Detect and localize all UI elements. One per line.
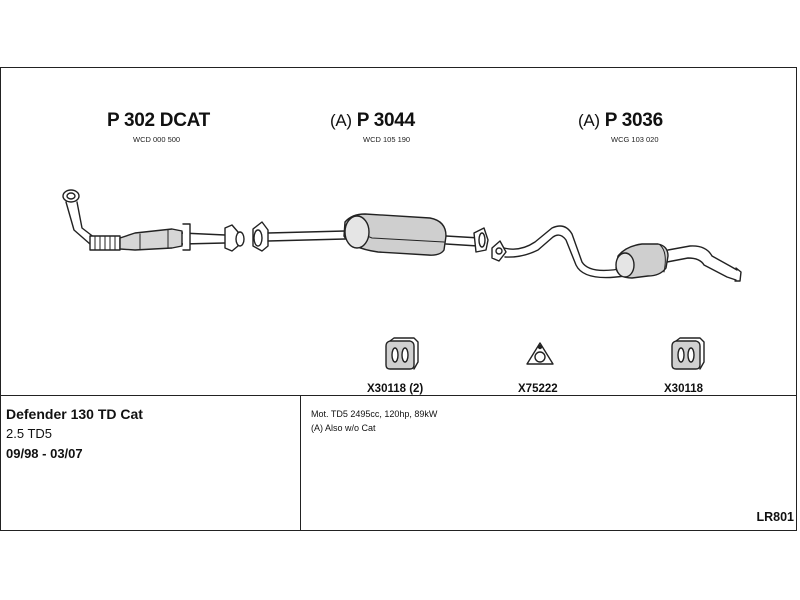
vehicle-engine: 2.5 TD5: [6, 426, 53, 441]
info-column-divider: [300, 395, 301, 531]
rubber-hanger-icon[interactable]: [671, 337, 705, 370]
rubber-hanger-icon[interactable]: [385, 337, 419, 370]
part-prefix: (A): [578, 111, 600, 130]
part-code-2: WCD 105 190: [363, 135, 411, 144]
part-code-3: WCG 103 020: [611, 135, 659, 144]
vehicle-years: 09/98 - 03/07: [6, 446, 83, 461]
rear-silencer[interactable]: [491, 225, 742, 282]
vehicle-info: Defender 130 TD Cat 2.5 TD5 09/98 - 03/0…: [6, 404, 143, 464]
note-engine: Mot. TD5 2495cc, 120hp, 89kW: [311, 409, 438, 419]
part-code-1: WCD 000 500: [133, 135, 181, 144]
middle-silencer[interactable]: [252, 213, 489, 256]
accessory-label-2: X75222: [518, 383, 558, 395]
accessory-label-3: X30118: [664, 383, 704, 395]
part-prefix: (A): [330, 111, 352, 130]
note-variant: (A) Also w/o Cat: [311, 423, 376, 433]
reference-code: LR801: [756, 510, 794, 524]
part-title-1[interactable]: P 302 DCAT: [107, 110, 210, 132]
gasket-icon[interactable]: [526, 342, 554, 365]
accessory-label-1: X30118 (2): [367, 383, 424, 395]
info-divider: [0, 395, 797, 396]
vehicle-model: Defender 130 TD Cat: [6, 406, 143, 422]
part-number: P 302 DCAT: [107, 110, 210, 131]
notes: Mot. TD5 2495cc, 120hp, 89kW (A) Also w/…: [311, 407, 437, 435]
part-number: P 3036: [604, 110, 663, 131]
part-number: P 3044: [356, 110, 415, 131]
part-title-2[interactable]: (A)P 3044: [330, 110, 415, 132]
diagram-frame: [0, 67, 797, 531]
part-title-3[interactable]: (A)P 3036: [578, 110, 663, 132]
front-pipe-with-catalyst[interactable]: [62, 189, 245, 252]
